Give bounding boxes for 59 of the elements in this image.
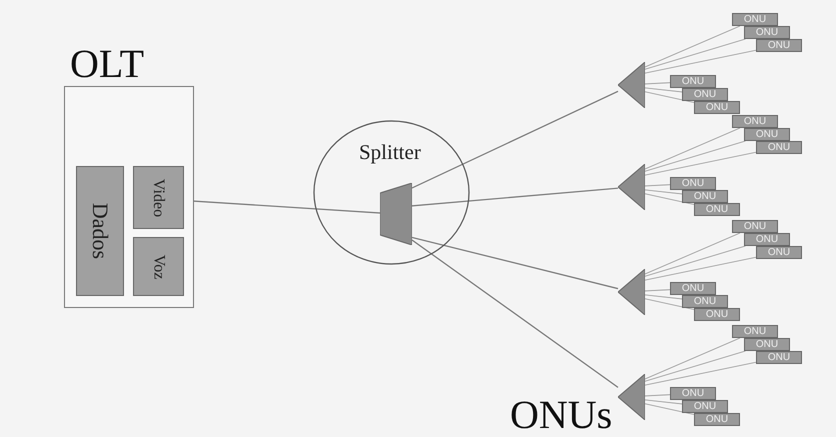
onu-box: ONU [670,387,716,400]
service-module: Video [133,166,184,229]
fiber-line [644,289,670,292]
fiber-line [194,200,380,214]
fiber-line [644,26,740,68]
onu-box: ONU [682,400,728,413]
fiber-line [644,50,756,74]
onu-box: ONU [682,88,728,101]
onu-box: ONU [756,351,802,364]
onu-box: ONU [744,338,790,351]
fiber-line [644,246,746,277]
onu-box: ONU [670,75,716,88]
onu-box: ONU [744,26,790,39]
fiber-line [644,362,756,386]
onu-box: ONU [732,325,778,338]
onu-box: ONU [756,141,802,154]
fiber-line [644,399,682,404]
fiber-line [644,193,694,205]
fiber-line [644,91,694,103]
fiber-line [644,298,694,310]
fiber-line [644,128,740,170]
onu-box: ONU [732,115,778,128]
group-label: ONUs [510,395,612,435]
fiber-line [412,236,618,290]
fiber-line [644,403,694,415]
fiber-line [644,350,746,382]
fiber-line [644,256,756,281]
onu-box: ONU [744,233,790,246]
splitter-label: Splitter [359,142,421,163]
service-module: Voz [133,237,184,296]
fiber-line [644,140,746,172]
service-module: Dados [76,166,124,296]
onu-box: ONU [732,220,778,233]
fiber-line [644,82,670,84]
fiber-line [412,188,618,206]
fiber-line [644,152,756,176]
onu-box: ONU [694,203,740,216]
onu-box: ONU [682,190,728,203]
onu-box: ONU [732,13,778,26]
fiber-line [644,87,682,92]
onu-box: ONU [756,39,802,52]
fiber-line [412,90,618,189]
onu-box: ONU [694,101,740,114]
onu-box: ONU [694,308,740,321]
fiber-line [644,294,682,300]
onu-box: ONU [670,177,716,190]
device-heading: OLT [70,44,144,84]
onu-box: ONU [682,295,728,308]
fiber-line [644,394,670,396]
fiber-line [644,232,740,274]
fiber-line [644,184,670,186]
fiber-line [644,189,682,194]
fiber-line [644,38,746,70]
onu-box: ONU [744,128,790,141]
onu-box: ONU [670,282,716,295]
onu-box: ONU [756,246,802,259]
onu-box: ONU [694,413,740,426]
fiber-line [644,338,740,380]
fiber-line [412,240,618,388]
